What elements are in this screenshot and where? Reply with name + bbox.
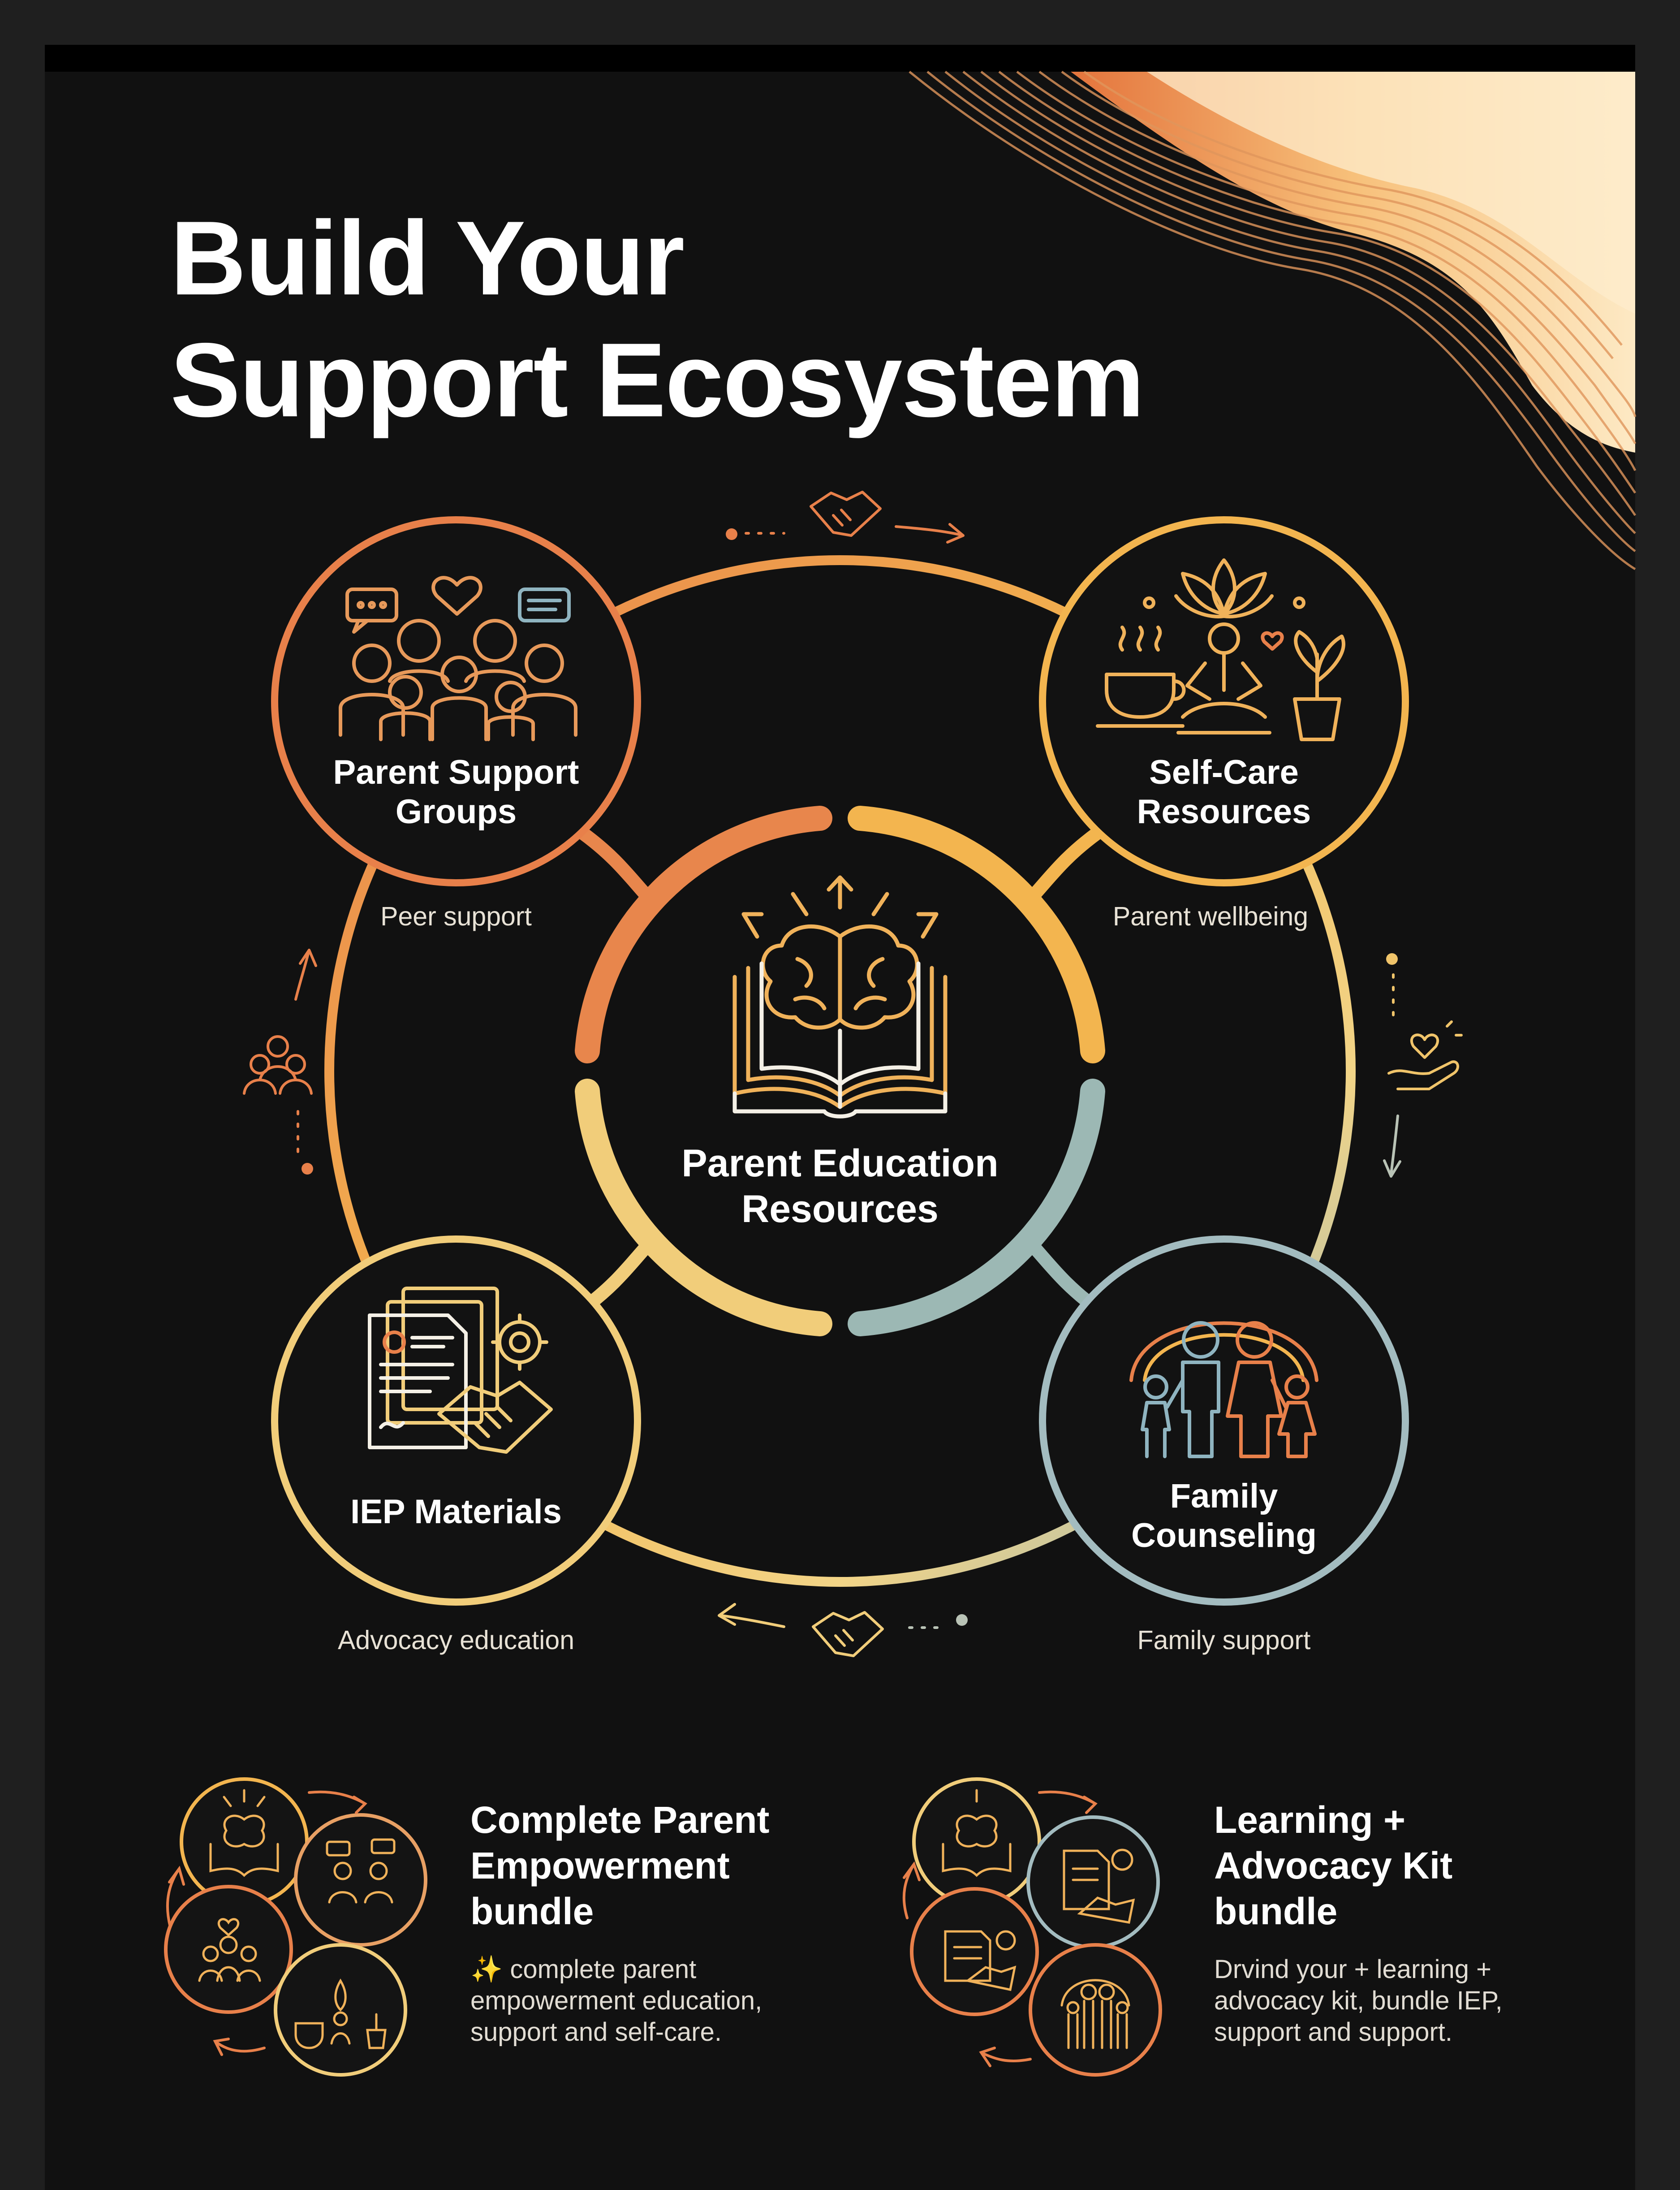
inner-ring bbox=[575, 806, 1105, 1336]
node-label-support: Parent Support Groups bbox=[299, 753, 613, 832]
node-circle-iep[interactable] bbox=[271, 1235, 641, 1606]
bundle-1-title-line-3: bundle bbox=[470, 1890, 594, 1932]
bundle-1-cluster bbox=[164, 1777, 427, 2077]
bundle-1-title-line-1: Complete Parent bbox=[470, 1799, 770, 1841]
node-sub-support: Peer support bbox=[380, 902, 532, 931]
bundle-1-desc-line-2: empowerment education, bbox=[470, 1986, 762, 2015]
bundle-1-desc-line-1: ✨ complete parent bbox=[470, 1955, 697, 1984]
bundle-1-description: ✨ complete parent empowerment education,… bbox=[470, 1954, 762, 2048]
bundle-2-description: Drvind your + learning + advocacy kit, b… bbox=[1214, 1954, 1503, 2048]
node-sub-selfcare: Parent wellbeing bbox=[1112, 902, 1309, 931]
node-label-iep-line-1: IEP Materials bbox=[350, 1493, 562, 1531]
page-title: Build Your Support Ecosystem bbox=[170, 197, 1145, 441]
decorative-wave bbox=[909, 70, 1637, 570]
brain-book-icon bbox=[732, 875, 948, 1119]
node-label-support-line-2: Groups bbox=[395, 793, 517, 831]
bundle-2-desc-line-3: support and support. bbox=[1214, 2017, 1453, 2047]
bundle-2-desc-line-2: advocacy kit, bundle IEP, bbox=[1214, 1986, 1503, 2015]
node-label-family: Family Counseling bbox=[1067, 1477, 1381, 1555]
outer-ring bbox=[324, 555, 1356, 1587]
bundle-2-title[interactable]: Learning + Advocacy Kit bundle bbox=[1214, 1797, 1452, 1934]
handshake-icon-bottom bbox=[718, 1603, 968, 1657]
family-group-chat-icon bbox=[339, 576, 577, 741]
handshake-icon bbox=[726, 491, 965, 544]
center-label-line-1: Parent Education bbox=[681, 1142, 999, 1185]
lotus-meditation-icon bbox=[1096, 558, 1345, 741]
document-handshake-icon bbox=[368, 1287, 553, 1454]
node-sub-family: Family support bbox=[1137, 1625, 1311, 1655]
node-label-selfcare-line-1: Self-Care bbox=[1149, 753, 1299, 791]
people-group-icon bbox=[243, 949, 317, 1175]
bundle-2-title-line-1: Learning + bbox=[1214, 1799, 1406, 1841]
bundle-2-title-line-2: Advocacy Kit bbox=[1214, 1844, 1453, 1887]
node-label-selfcare: Self-Care Resources bbox=[1067, 753, 1381, 832]
node-sub-iep: Advocacy education bbox=[337, 1625, 575, 1655]
center-label: Parent Education Resources bbox=[616, 1140, 1064, 1232]
node-circle-family[interactable] bbox=[1039, 1235, 1409, 1606]
bundle-2-cluster bbox=[902, 1777, 1162, 2077]
node-label-selfcare-line-2: Resources bbox=[1137, 793, 1311, 831]
center-label-line-2: Resources bbox=[741, 1188, 939, 1231]
title-line-1: Build Your bbox=[170, 199, 685, 317]
node-circle-selfcare[interactable] bbox=[1039, 516, 1409, 886]
node-label-family-line-2: Counseling bbox=[1131, 1516, 1317, 1555]
bundle-1-desc-line-3: support and self-care. bbox=[470, 2017, 722, 2047]
node-label-support-line-1: Parent Support bbox=[333, 753, 579, 791]
family-arch-icon bbox=[1129, 1321, 1318, 1458]
node-label-family-line-1: Family bbox=[1170, 1477, 1278, 1515]
bundle-1-title-line-2: Empowerment bbox=[470, 1844, 730, 1887]
node-label-iep: IEP Materials bbox=[299, 1492, 613, 1532]
bundle-2-desc-line-1: Drvind your + learning + bbox=[1214, 1955, 1491, 1984]
heart-hand-icon bbox=[1383, 953, 1463, 1178]
title-line-2: Support Ecosystem bbox=[170, 321, 1145, 439]
bundle-1-title[interactable]: Complete Parent Empowerment bundle bbox=[470, 1797, 770, 1934]
bundle-2-title-line-3: bundle bbox=[1214, 1890, 1338, 1932]
